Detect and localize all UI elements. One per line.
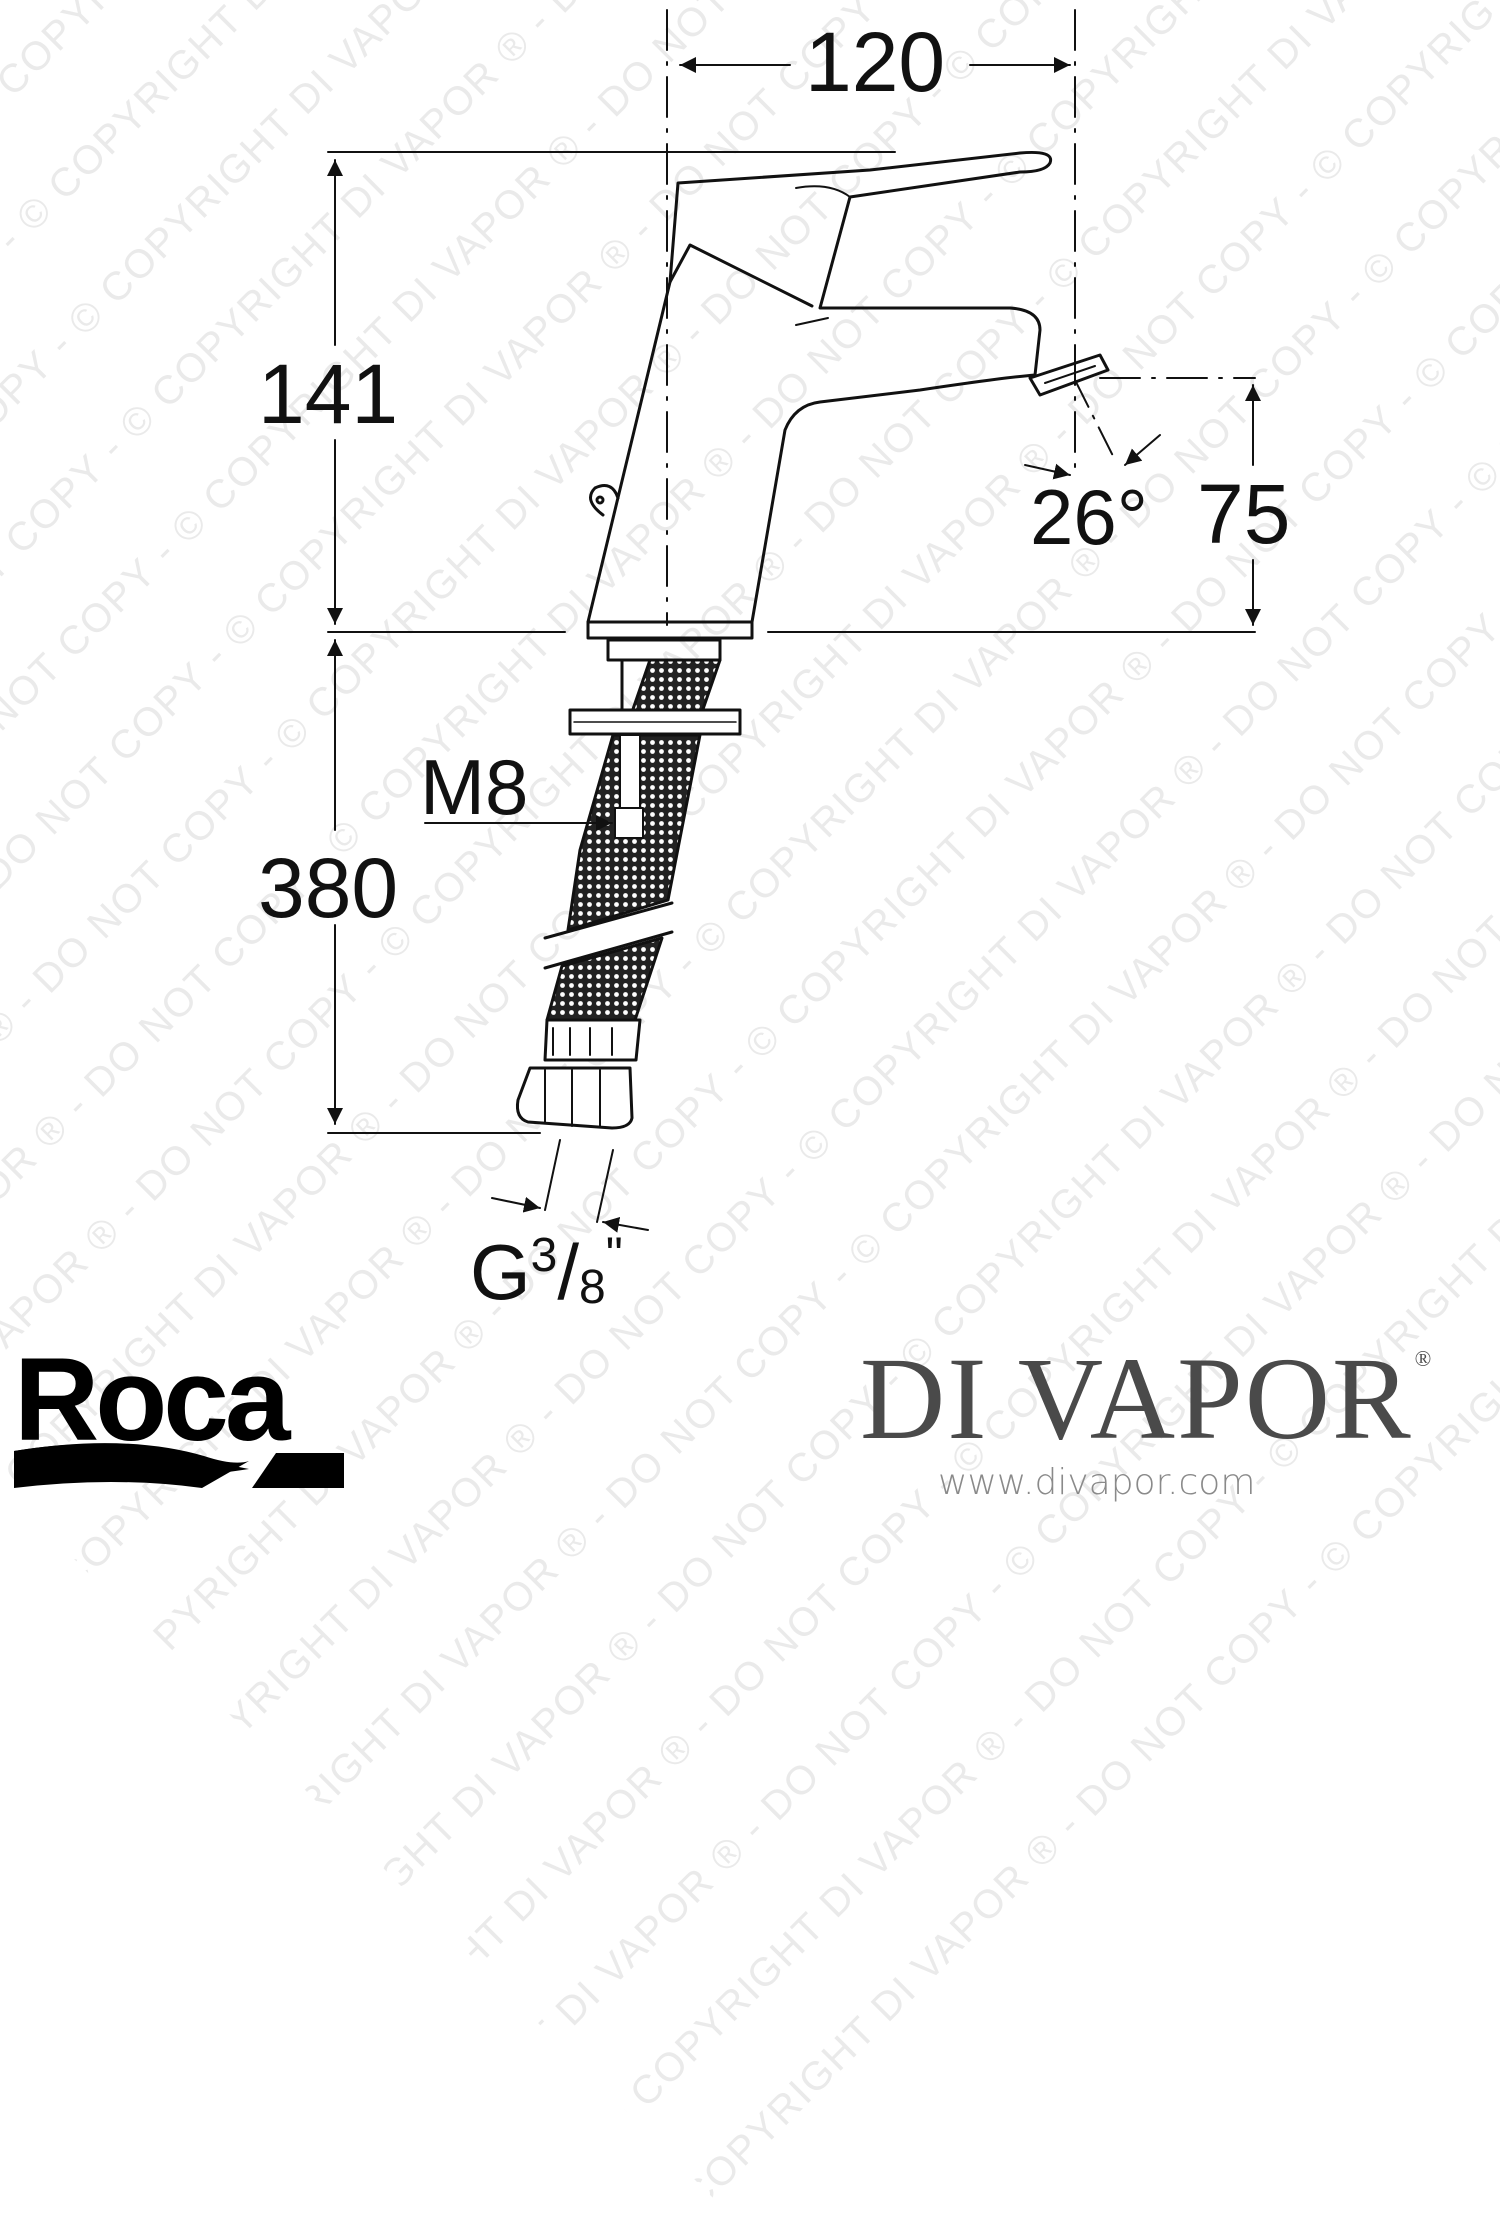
divapor-logo: DI VAPOR® www.divapor.com [860,1340,1500,1504]
thread-prefix: G [470,1228,531,1316]
roca-logo-text: Roca [14,1334,291,1466]
thread-denominator: 8 [579,1261,606,1314]
dimension-spout-angle: 26° [1030,473,1148,561]
tap-technical-drawing [327,9,1261,1233]
registered-mark: ® [1414,1346,1434,1371]
roca-logo: Roca [14,1334,354,1488]
thread-numerator: 3 [530,1229,558,1282]
dimension-spout-reach: 120 [805,15,946,109]
dimension-fixing-thread: M8 [420,743,529,831]
thread-unit: " [605,1229,623,1282]
divapor-name: DI VAPOR [860,1333,1413,1464]
dimension-total-height: 141 [258,347,399,441]
dimension-spout-height: 75 [1197,467,1291,561]
dimension-hose-length: 380 [258,841,399,935]
dimension-connection-thread: G3/8" [470,1228,623,1316]
divapor-url[interactable]: www.divapor.com [938,1462,1256,1503]
roca-wave-icon [14,1443,344,1488]
